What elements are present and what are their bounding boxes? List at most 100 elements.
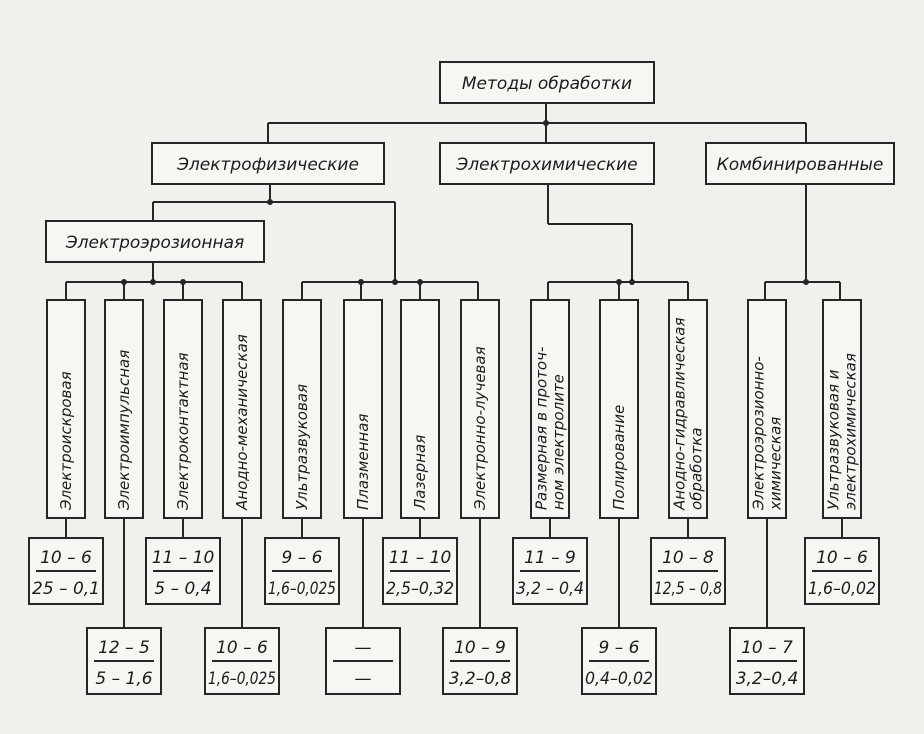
junction-dot: [267, 199, 273, 205]
method-node: Электроимпульсная: [104, 299, 144, 519]
fraction-node: 10 – 8 12,5 – 0,8: [650, 537, 726, 605]
method-label: Анодно-гидравлическая: [671, 317, 689, 511]
method-label: Электроимпульсная: [115, 350, 133, 511]
fraction-numerator: 12 – 5: [98, 638, 150, 658]
fraction-denominator: 12,5 – 0,8: [654, 579, 722, 599]
method-label: Электроконтактная: [174, 352, 192, 511]
method-node: Полирование: [599, 299, 639, 519]
fraction-denominator: 25 – 0,1: [32, 579, 100, 599]
method-label: ном электролите: [550, 374, 568, 510]
junction-dot: [358, 279, 364, 285]
fraction-node: 9 – 6 1,6–0,025: [264, 537, 340, 605]
fraction-denominator: 0,4–0,02: [585, 669, 653, 689]
method-label: Ультразвуковая и: [825, 369, 843, 510]
fraction-numerator: 11 – 10: [389, 548, 452, 568]
method-node: Ультразвуковая: [282, 299, 322, 519]
method-node: Электроискровая: [46, 299, 86, 519]
method-node: Лазерная: [400, 299, 440, 519]
junction-dot: [417, 279, 423, 285]
group-node-combined: Комбинированные: [705, 142, 895, 185]
fraction-node: 10 – 6 1,6–0,025: [204, 627, 280, 695]
fraction-node: 12 – 5 5 – 1,6: [86, 627, 162, 695]
fraction-node: 11 – 10 5 – 0,4: [145, 537, 221, 605]
method-box: [282, 299, 322, 519]
method-label: Электроискровая: [57, 371, 75, 511]
method-node: Анодно-механическая: [222, 299, 262, 519]
fraction-node: 10 – 7 3,2–0,4: [729, 627, 805, 695]
method-label: Плазменная: [354, 414, 372, 510]
fraction-numerator: 9 – 6: [282, 548, 323, 568]
method-label: Лазерная: [411, 435, 429, 511]
fraction-node: ——: [325, 627, 401, 695]
junction-dot: [180, 279, 186, 285]
method-box: [747, 299, 787, 519]
fraction-numerator: 10 – 6: [216, 638, 268, 658]
root-label: Методы обработки: [462, 74, 632, 94]
fraction-denominator: 2,5–0,32: [386, 579, 454, 599]
method-box: [822, 299, 862, 519]
method-label: обработка: [688, 427, 706, 510]
fraction-numerator: 10 – 8: [662, 548, 714, 568]
fraction-node: 10 – 9 3,2–0,8: [442, 627, 518, 695]
method-label: Электроэрозионно-: [750, 356, 768, 511]
fraction-denominator: 1,6–0,02: [808, 579, 876, 599]
group-node-electrophysical: Электрофизические: [151, 142, 385, 185]
subgroup-node-electroerosion: Электроэрозионная: [45, 220, 265, 263]
fraction-node: 10 – 6 25 – 0,1: [28, 537, 104, 605]
junction-dot: [121, 279, 127, 285]
junction-dot: [150, 279, 156, 285]
connector-lines: [65, 103, 843, 628]
method-node: Электронно-лучевая: [460, 299, 500, 519]
method-node: Плазменная: [343, 299, 383, 519]
junction-dot: [629, 279, 635, 285]
fraction-denominator: 1,6–0,025: [208, 669, 276, 689]
method-box: [46, 299, 86, 519]
method-box: [343, 299, 383, 519]
junction-dot: [543, 120, 549, 126]
method-label: Размерная в проточ-: [533, 347, 551, 510]
fraction-numerator: 10 – 6: [40, 548, 92, 568]
method-box: [530, 299, 570, 519]
fraction-numerator: 11 – 10: [152, 548, 215, 568]
group-label: Комбинированные: [717, 155, 884, 175]
junction-dot: [392, 279, 398, 285]
fraction-node: 11 – 10 2,5–0,32: [382, 537, 458, 605]
junction-dots: [121, 120, 809, 285]
subgroup-label: Электроэрозионная: [65, 233, 244, 253]
junction-dot: [616, 279, 622, 285]
method-label: Анодно-механическая: [233, 334, 251, 511]
fraction-denominator: 1,6–0,025: [268, 579, 336, 599]
method-label: Ультразвуковая: [293, 384, 311, 510]
method-node: Электроэрозионно-химическая: [747, 299, 787, 519]
method-box: [668, 299, 708, 519]
root-node: Методы обработки: [439, 61, 655, 104]
method-box: [400, 299, 440, 519]
method-box: [460, 299, 500, 519]
fraction-node: 11 – 93,2 – 0,4: [512, 537, 588, 605]
fraction-denominator: —: [355, 669, 372, 689]
method-node: Размерная в проточ-ном электролите: [530, 299, 570, 519]
method-label: Электронно-лучевая: [471, 346, 489, 511]
fraction-numerator: —: [355, 638, 372, 658]
fraction-denominator: 5 – 0,4: [154, 579, 211, 599]
fraction-denominator: 3,2–0,8: [449, 669, 512, 689]
group-node-electrochemical: Электрохимические: [439, 142, 655, 185]
fraction-values: 10 – 6 25 – 0,1 12 – 5 5 – 1,6 11 – 10 5 – 0,…: [28, 537, 880, 695]
fraction-denominator: 5 – 1,6: [95, 669, 152, 689]
group-label: Электрохимические: [455, 155, 637, 175]
method-boxes: Электроискровая Электроимпульсная Электрок…: [46, 299, 862, 519]
fraction-node: 10 – 6 1,6–0,02: [804, 537, 880, 605]
fraction-numerator: 10 – 7: [741, 638, 793, 658]
fraction-numerator: 11 – 9: [524, 548, 576, 568]
fraction-numerator: 10 – 6: [816, 548, 868, 568]
fraction-denominator: 3,2–0,4: [736, 669, 799, 689]
fraction-numerator: 10 – 9: [454, 638, 506, 658]
method-box: [599, 299, 639, 519]
method-label: химическая: [767, 417, 785, 511]
method-box: [163, 299, 203, 519]
fraction-node: 9 – 60,4–0,02: [581, 627, 657, 695]
